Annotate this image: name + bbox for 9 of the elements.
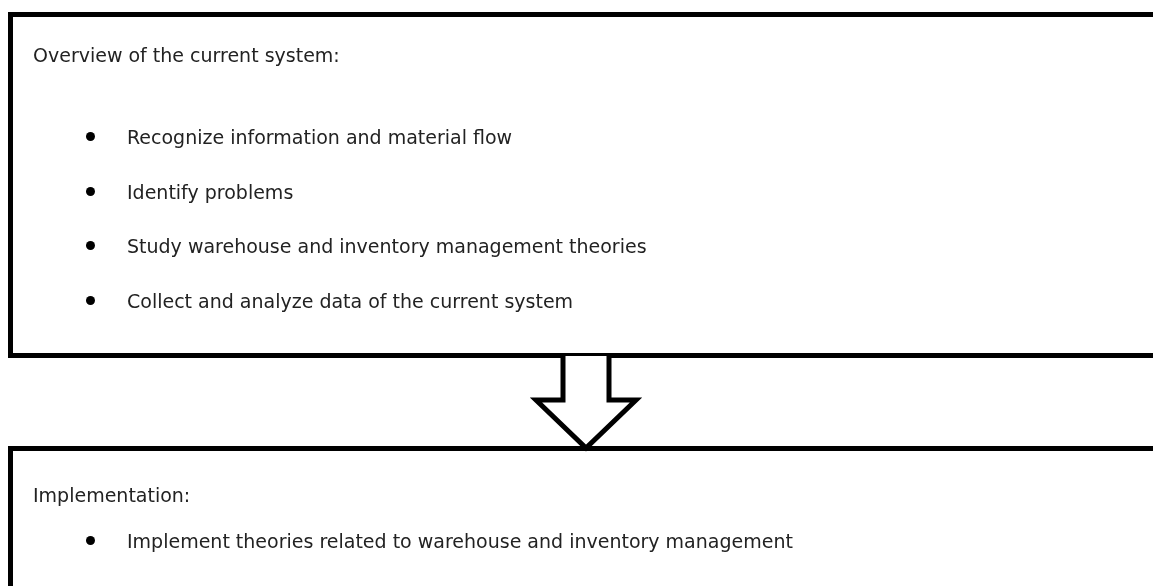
text-box [8, 12, 1153, 358]
bullet-text: Implement theories related to warehouse and inventory management [127, 529, 793, 553]
bullet-text: Collect and analyze data of the current system [127, 289, 574, 313]
bullet-text: Identify problems [127, 180, 294, 204]
bullet-text: Study warehouse and inventory management theories [127, 234, 647, 258]
block-arrow [529, 353, 643, 452]
box-heading: Implementation: [33, 483, 191, 507]
box-heading: Overview of the current system: [33, 43, 340, 67]
bullet-text: Recognize information and material flow [127, 125, 513, 149]
